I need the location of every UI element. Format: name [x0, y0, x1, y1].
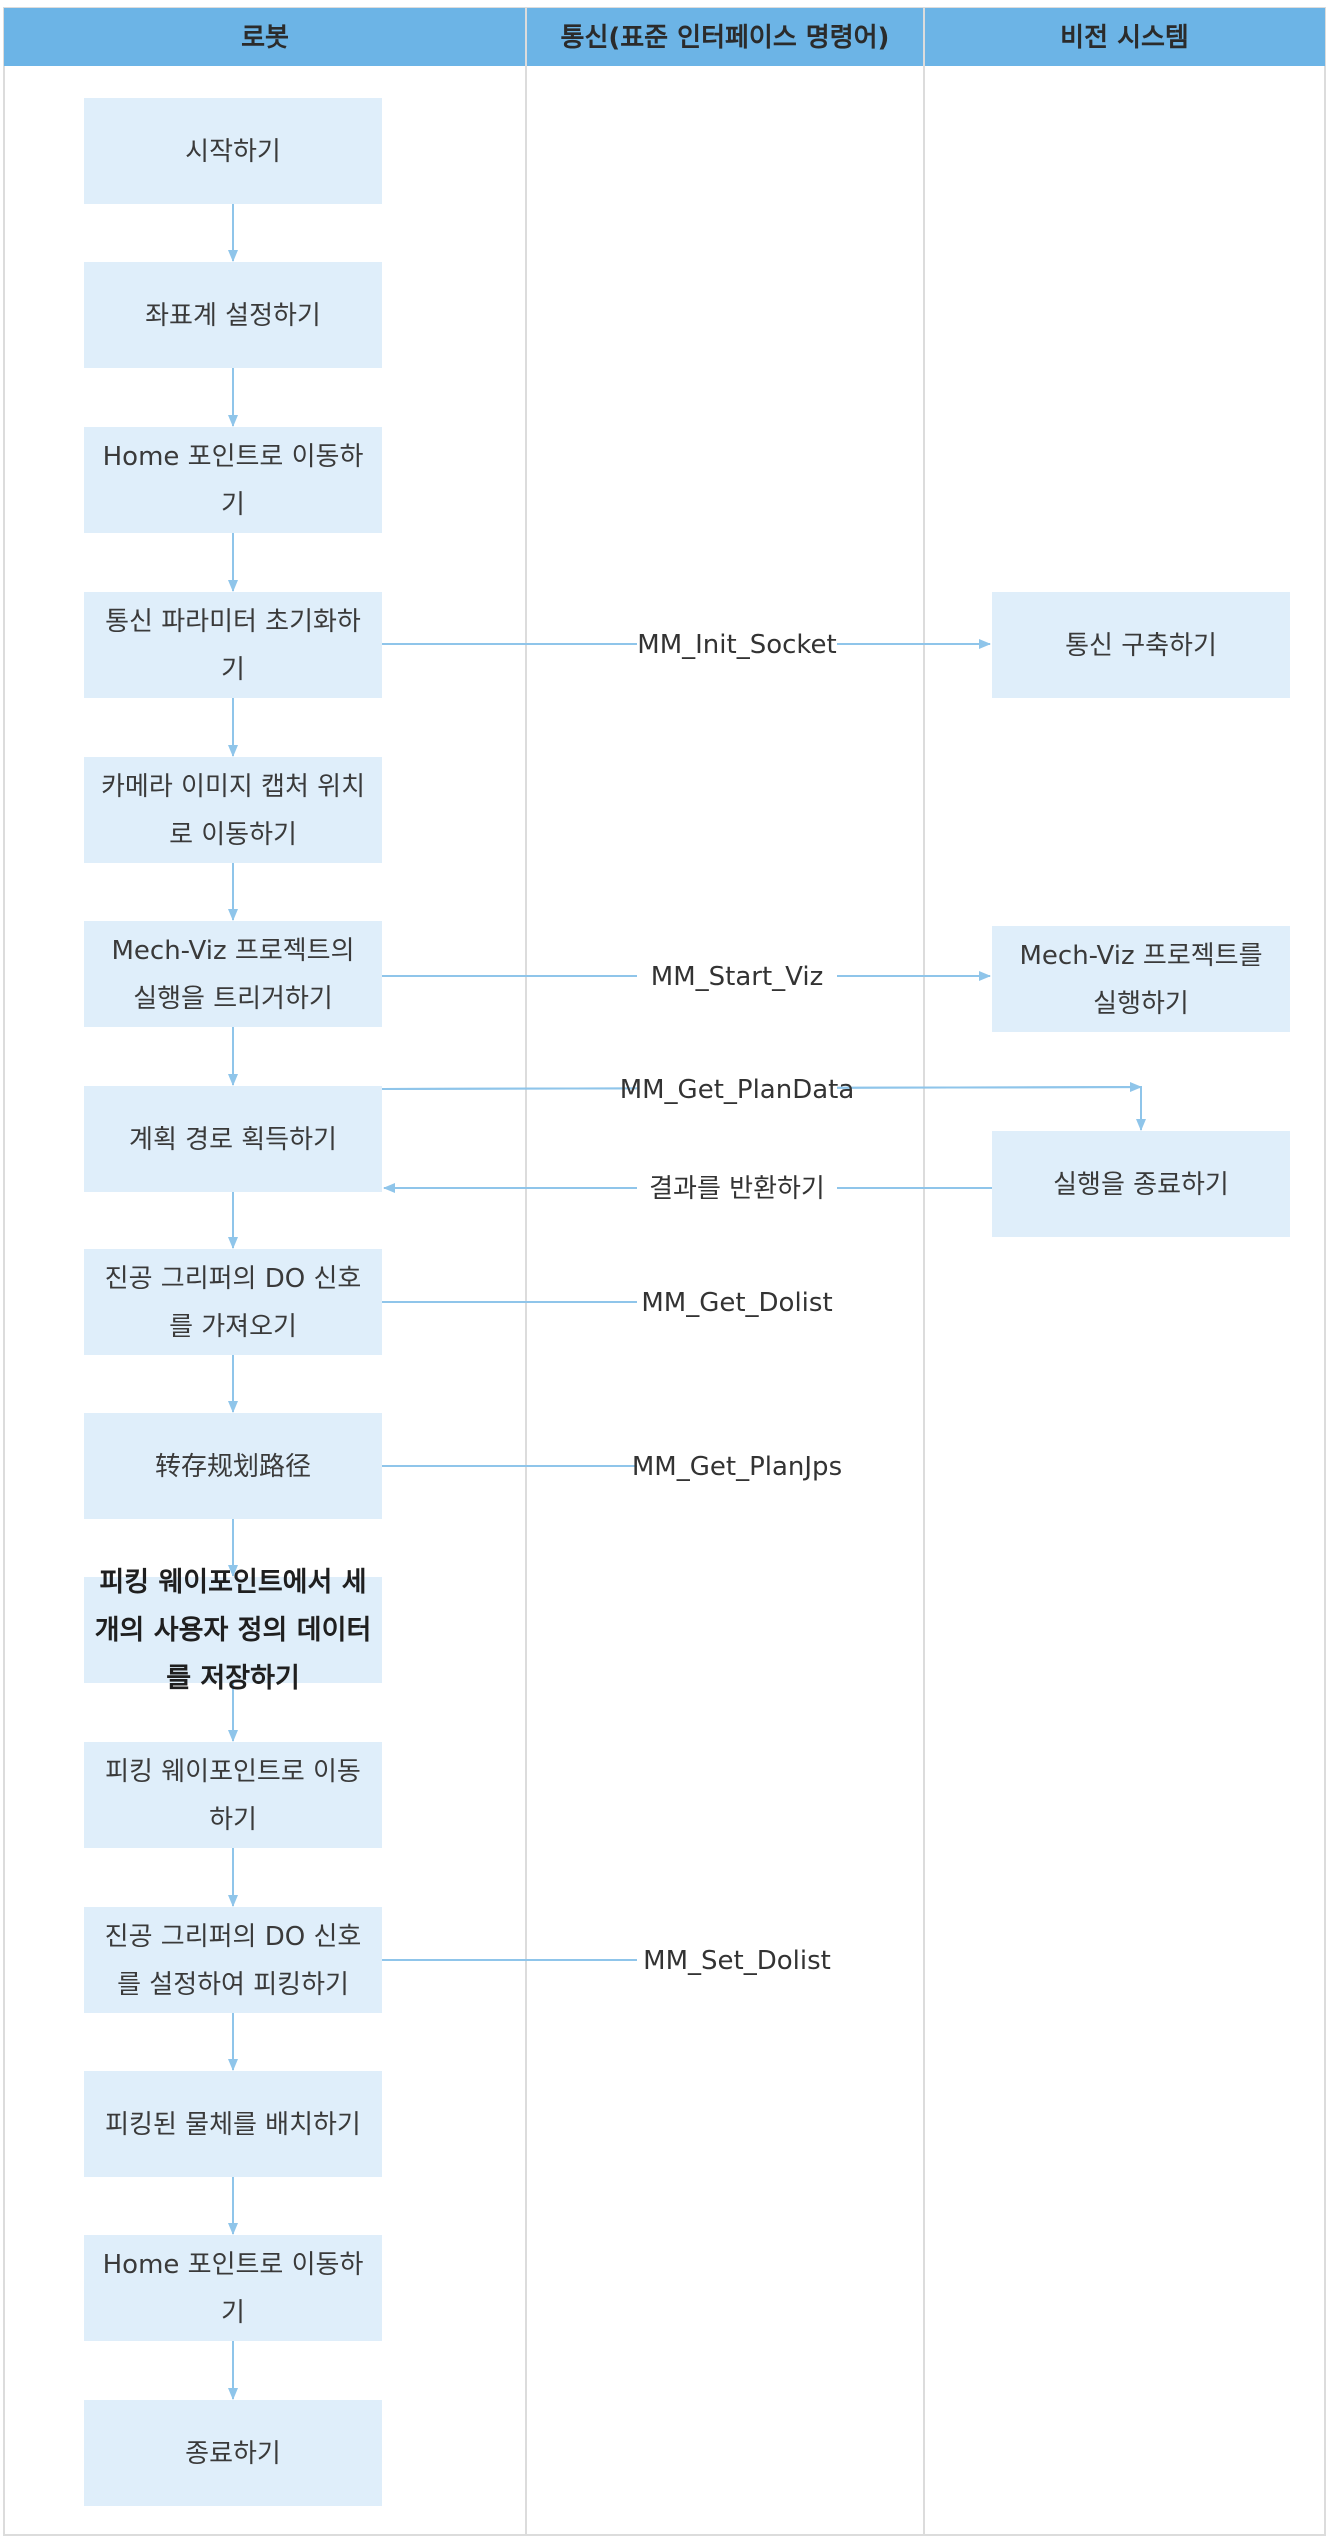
node-label-line: 계획 경로 획득하기: [129, 1125, 337, 1155]
node-label-line: 실행하기: [1093, 989, 1189, 1019]
robot-step-r11: 피킹 웨이포인트로 이동하기: [84, 1742, 382, 1848]
message-label: MM_Get_PlanJps: [632, 1452, 842, 1482]
node-label-line: Home 포인트로 이동하: [103, 2250, 364, 2280]
node-box: [84, 262, 382, 368]
node-label-line: 하기: [209, 1805, 257, 1835]
node-label-line: 종료하기: [185, 2439, 281, 2469]
node-box: [992, 1131, 1290, 1237]
robot-step-r7: 계획 경로 획득하기: [84, 1086, 382, 1192]
lane-title-vision: 비전 시스템: [1060, 23, 1189, 53]
node-label-line: 개의 사용자 정의 데이터: [95, 1615, 372, 1646]
node-label-line: 转存规划路径: [155, 1452, 311, 1482]
message-label-bg: [637, 626, 837, 660]
node-box: [84, 98, 382, 204]
node-box: [84, 1249, 382, 1355]
message-label: MM_Get_PlanData: [620, 1075, 855, 1105]
node-label-line: 피킹 웨이포인트에서 세: [99, 1567, 366, 1598]
node-label-line: 카메라 이미지 캡처 위치: [101, 772, 365, 802]
robot-step-r9: 转存规划路径: [84, 1413, 382, 1519]
node-box: [84, 1086, 382, 1192]
message-label: MM_Set_Dolist: [643, 1946, 831, 1976]
node-box: [84, 757, 382, 863]
node-label-line: 실행을 종료하기: [1053, 1170, 1229, 1200]
vision-step-v3: 실행을 종료하기: [992, 1131, 1290, 1237]
robot-step-r15: 종료하기: [84, 2400, 382, 2506]
node-label-line: Mech-Viz 프로젝트의: [111, 936, 354, 966]
node-label-line: 진공 그리퍼의 DO 신호: [105, 1264, 362, 1294]
node-label-line: 로 이동하기: [169, 820, 297, 850]
message-label-bg: [637, 1071, 837, 1105]
message-label-bg: [637, 1284, 837, 1318]
message-label-bg: [637, 1448, 837, 1482]
robot-step-r13: 피킹된 물체를 배치하기: [84, 2071, 382, 2177]
node-label-line: Home 포인트로 이동하: [103, 442, 364, 472]
node-box: [84, 1577, 382, 1683]
node-box: [992, 592, 1290, 698]
lane-title-robot: 로봇: [241, 23, 289, 53]
lane-title-communication: 통신(표준 인터페이스 명령어): [561, 23, 890, 53]
node-label-line: 피킹 웨이포인트로 이동: [105, 1757, 361, 1787]
message-label: MM_Init_Socket: [637, 630, 836, 660]
node-box: [84, 2400, 382, 2506]
robot-step-r12: 진공 그리퍼의 DO 신호를 설정하여 피킹하기: [84, 1907, 382, 2013]
node-box: [84, 921, 382, 1027]
robot-step-r5: 카메라 이미지 캡처 위치로 이동하기: [84, 757, 382, 863]
node-label-line: 진공 그리퍼의 DO 신호: [105, 1922, 362, 1952]
lane-header-bar: [4, 8, 1325, 66]
message-label-bg: [637, 1942, 837, 1976]
message-label: MM_Start_Viz: [651, 962, 823, 992]
node-label-line: 피킹된 물체를 배치하기: [105, 2110, 361, 2140]
message-label: MM_Get_Dolist: [641, 1288, 832, 1318]
node-label-line: Mech-Viz 프로젝트를: [1019, 941, 1262, 971]
node-label-line: 기: [221, 490, 245, 520]
node-label-line: 통신 파라미터 초기화하: [105, 607, 361, 637]
node-label-line: 를 저장하기: [166, 1663, 300, 1694]
node-box: [992, 926, 1290, 1032]
message-label: 결과를 반환하기: [649, 1174, 825, 1204]
node-box: [84, 592, 382, 698]
node-label-line: 를 가져오기: [169, 1312, 297, 1342]
node-box: [84, 2235, 382, 2341]
node-box: [84, 1742, 382, 1848]
node-label-line: 시작하기: [185, 137, 281, 167]
robot-step-r1: 시작하기: [84, 98, 382, 204]
message-label-bg: [637, 958, 837, 992]
node-label-line: 기: [221, 655, 245, 685]
node-label-line: 통신 구축하기: [1065, 631, 1217, 661]
node-label-line: 실행을 트리거하기: [133, 984, 333, 1014]
robot-step-r3: Home 포인트로 이동하기: [84, 427, 382, 533]
node-box: [84, 1907, 382, 2013]
message-label-bg: [637, 1170, 837, 1204]
robot-step-r14: Home 포인트로 이동하기: [84, 2235, 382, 2341]
node-box: [84, 427, 382, 533]
robot-step-r2: 좌표계 설정하기: [84, 262, 382, 368]
vision-step-v1: 통신 구축하기: [992, 592, 1290, 698]
node-label-line: 를 설정하여 피킹하기: [117, 1970, 349, 2000]
node-box: [84, 1413, 382, 1519]
robot-step-r8: 진공 그리퍼의 DO 신호를 가져오기: [84, 1249, 382, 1355]
node-label-line: 기: [221, 2298, 245, 2328]
node-label-line: 좌표계 설정하기: [145, 301, 321, 331]
node-box: [84, 2071, 382, 2177]
